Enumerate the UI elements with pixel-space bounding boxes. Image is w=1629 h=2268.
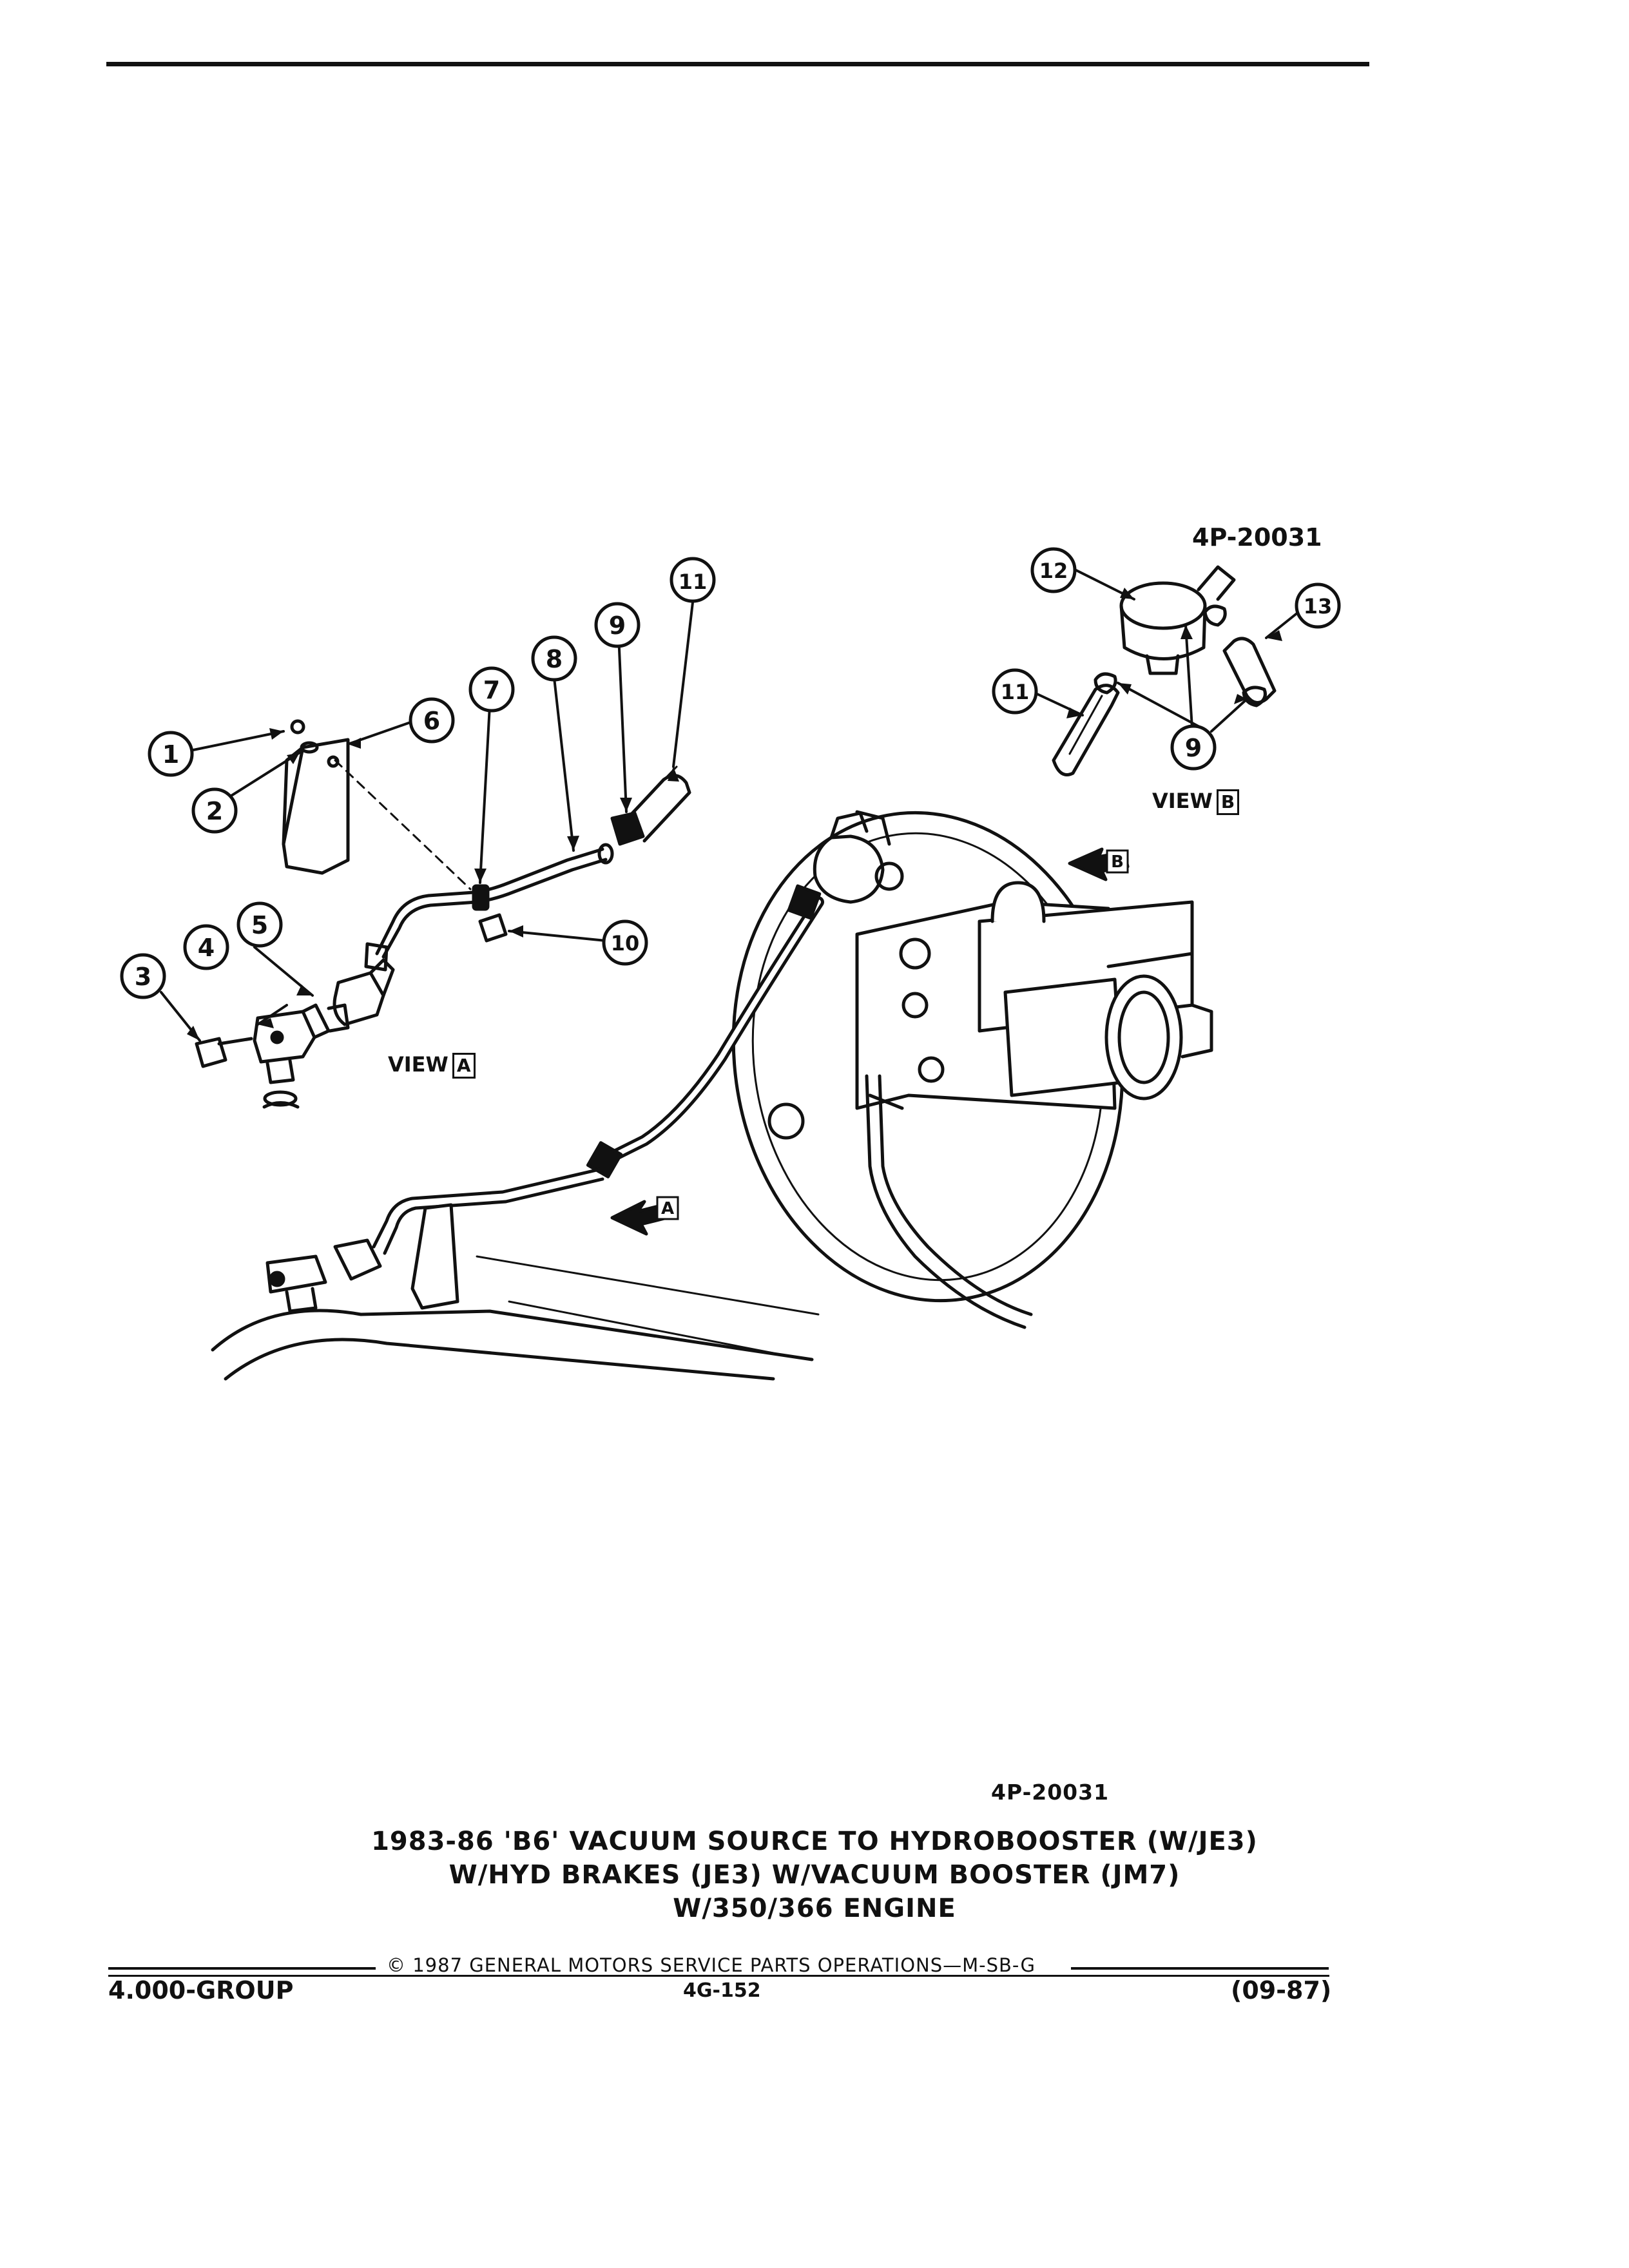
callout-13: 13	[1304, 594, 1333, 619]
elbow-fitting	[333, 971, 385, 1026]
plug-part	[195, 1037, 227, 1068]
nut-part	[290, 719, 305, 735]
callout-1: 1	[162, 740, 179, 769]
callout-9b: 9	[1185, 734, 1202, 762]
arrow-a-letter: A	[661, 1199, 674, 1218]
callout-10: 10	[611, 931, 640, 956]
callout-3: 3	[135, 963, 151, 991]
view-a-text: VIEW	[388, 1052, 448, 1077]
hose-part-b	[1052, 684, 1120, 776]
view-b-letter: B	[1216, 789, 1240, 815]
callout-8: 8	[546, 645, 563, 673]
check-valve	[1119, 581, 1207, 630]
callout-4: 4	[198, 934, 215, 962]
figure-code-bottom: 4P-20031	[991, 1780, 1110, 1805]
callout-2: 2	[206, 797, 223, 825]
master-cylinder	[1003, 977, 1123, 1097]
figure-code-top: 4P-20031	[1192, 523, 1322, 552]
view-b-text: VIEW	[1152, 789, 1213, 813]
washer-part	[300, 741, 319, 754]
footer-rule-left	[108, 1967, 376, 1970]
callout-12: 12	[1039, 559, 1068, 583]
clamp-part	[610, 811, 645, 846]
copyright-notice: © 1987 GENERAL MOTORS SERVICE PARTS OPER…	[387, 1954, 1036, 1976]
callout-11: 11	[679, 570, 708, 594]
caption-line-1: 1983-86 'B6' VACUUM SOURCE TO HYDROBOOST…	[371, 1827, 1258, 1856]
callout-6: 6	[423, 707, 440, 735]
callout-11b: 11	[1001, 680, 1030, 704]
footer-rule-right	[1071, 1967, 1329, 1970]
group-number: 4.000-GROUP	[108, 1976, 294, 2004]
revision-date: (09-87)	[1231, 1976, 1332, 2004]
callout-7: 7	[483, 676, 500, 704]
callout-9: 9	[609, 611, 626, 640]
view-a-letter: A	[452, 1053, 476, 1079]
page-number: 4G-152	[683, 1979, 761, 2002]
footer-rule-bottom	[108, 1975, 1329, 1977]
caption-line-2: W/HYD BRAKES (JE3) W/VACUUM BOOSTER (JM7…	[448, 1860, 1181, 1890]
callout-5: 5	[251, 911, 268, 939]
arrow-b-letter: B	[1111, 852, 1124, 872]
header-rule	[106, 62, 1369, 66]
vacuum-pipe	[375, 847, 604, 956]
caption-line-3: W/350/366 ENGINE	[673, 1894, 956, 1923]
